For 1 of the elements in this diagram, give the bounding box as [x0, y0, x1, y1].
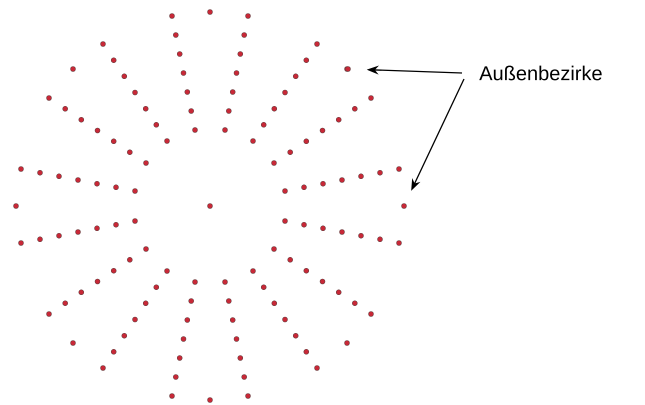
- callout-label: Außenbezirke: [479, 66, 602, 80]
